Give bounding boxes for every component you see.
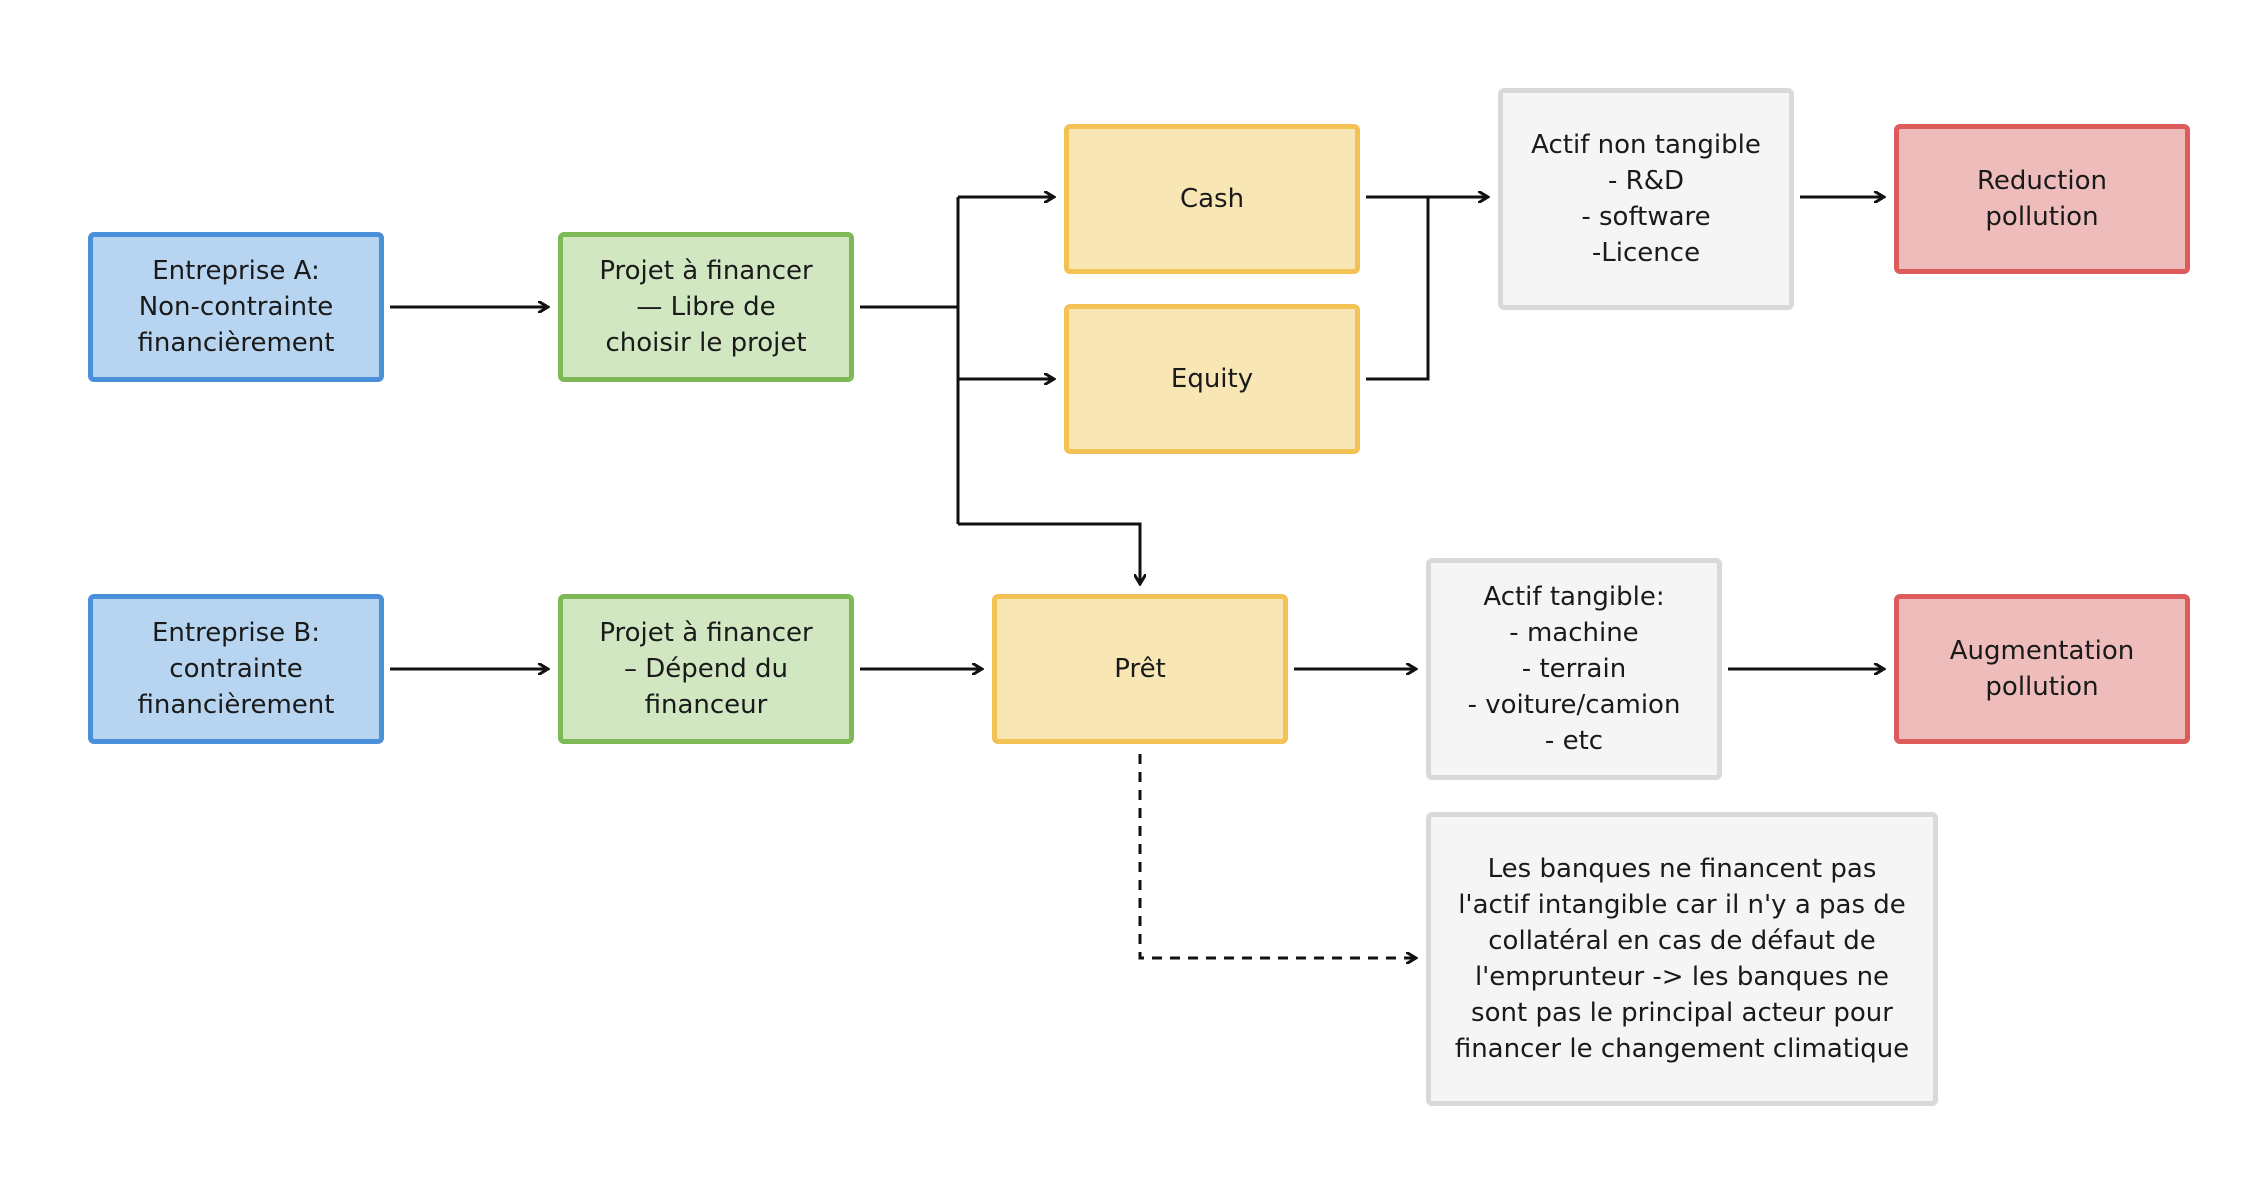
node-entreprise-a-label: Entreprise A: Non-contrainte financièrem… [137,256,335,358]
node-projet-a: Projet à financer — Libre de choisir le … [558,232,854,382]
node-cash-label: Cash [1179,184,1245,214]
node-actif-non-tangible: Actif non tangible - R&D - software -Lic… [1498,88,1794,310]
edge-equity-join [1366,197,1430,381]
node-entreprise-b: Entreprise B: contrainte financièrement [88,594,384,744]
edge-pret-note-dashed [1138,754,1416,958]
edge-trunk-pret [958,522,1140,584]
node-actif-tangible: Actif tangible: - machine - terrain - vo… [1426,558,1722,780]
node-pret-label: Prêt [1114,654,1166,684]
node-note-banques-label: Les banques ne financent pas l'actif int… [1454,854,1910,1064]
node-equity-label: Equity [1170,364,1254,394]
node-actif-tangible-label: Actif tangible: - machine - terrain - vo… [1467,582,1681,756]
node-projet-b-label: Projet à financer – Dépend du financeur [599,618,813,720]
node-reduction-pollution: Reduction pollution [1894,124,2190,274]
node-reduction-pollution-label: Reduction pollution [1977,166,2107,232]
node-entreprise-a: Entreprise A: Non-contrainte financièrem… [88,232,384,382]
node-augmentation-pollution: Augmentation pollution [1894,594,2190,744]
node-projet-a-label: Projet à financer — Libre de choisir le … [599,256,813,358]
node-actif-non-tangible-label: Actif non tangible - R&D - software -Lic… [1531,130,1761,268]
node-cash: Cash [1064,124,1360,274]
node-augmentation-pollution-label: Augmentation pollution [1949,636,2135,702]
node-pret: Prêt [992,594,1288,744]
node-note-banques: Les banques ne financent pas l'actif int… [1426,812,1938,1106]
node-equity: Equity [1064,304,1360,454]
node-projet-b: Projet à financer – Dépend du financeur [558,594,854,744]
node-entreprise-b-label: Entreprise B: contrainte financièrement [137,618,335,720]
